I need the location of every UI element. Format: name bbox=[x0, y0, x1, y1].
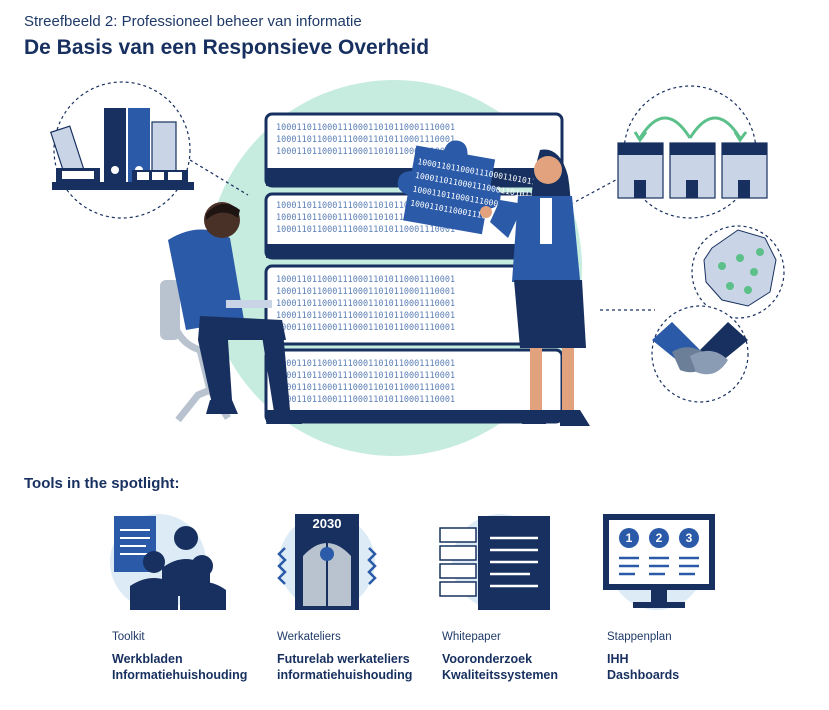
binary-row: 10001101100011100011010110001110001 bbox=[276, 201, 455, 211]
tool-name-line1: Futurelab werkateliers bbox=[277, 652, 410, 666]
tool-category: Toolkit bbox=[112, 631, 145, 643]
binary-row: 10001101100011100011010110001110001 bbox=[276, 299, 455, 309]
binary-row: 10001101100011100011010110001110001 bbox=[276, 323, 455, 333]
whitepaper-icon bbox=[439, 514, 550, 610]
tool-category: Stappenplan bbox=[607, 631, 672, 643]
binary-row: 10001101100011100011010110001110001 bbox=[276, 395, 455, 405]
binary-row: 10001101100011100011010110001110001 bbox=[276, 213, 455, 223]
seated-man bbox=[160, 202, 302, 424]
tool-card-werkateliers[interactable]: 2030 Werkateliers Futurelab werkateliers… bbox=[265, 508, 435, 682]
tool-card-stappenplan[interactable]: 1 2 3 Stappenplan IHH Dashboards bbox=[595, 508, 765, 682]
door-2030-icon: 2030 bbox=[277, 514, 377, 610]
buildings-exchange-icon bbox=[617, 85, 768, 219]
tool-name-line2: informatiehuishouding bbox=[277, 668, 413, 682]
page-subtitle: Streefbeeld 2: Professioneel beheer van … bbox=[24, 13, 362, 30]
netherlands-map-icon bbox=[691, 225, 785, 319]
binary-row: 10001101100011100011010110001110001 bbox=[276, 135, 455, 145]
documents-people-icon bbox=[110, 514, 226, 610]
binary-row: 10001101100011100011010110001110001 bbox=[276, 383, 455, 393]
hero-illustration: 10001101100011100011010110001110001 10001… bbox=[50, 80, 785, 456]
tool-name-line1: Werkbladen bbox=[112, 652, 183, 666]
binary-row: 10001101100011100011010110001110001 bbox=[276, 311, 455, 321]
binary-row: 10001101100011100011010110001110001 bbox=[276, 123, 455, 133]
tool-name-line1: IHH bbox=[607, 652, 629, 666]
tool-name-line2: Kwaliteitssystemen bbox=[442, 668, 559, 682]
standing-woman bbox=[480, 149, 590, 426]
binary-row: 10001101100011100011010110001110001 bbox=[276, 371, 455, 381]
step-number-3: 3 bbox=[686, 531, 693, 545]
binary-row: 10001101100011100011010110001110001 bbox=[276, 275, 455, 285]
tool-name[interactable]: IHH Dashboards bbox=[607, 651, 679, 683]
page-title: De Basis van een Responsieve Overheid bbox=[24, 36, 430, 59]
dashboard-monitor-icon: 1 2 3 bbox=[603, 514, 715, 610]
tool-category: Whitepaper bbox=[442, 631, 501, 643]
tool-category: Werkateliers bbox=[277, 631, 341, 643]
step-number-1: 1 bbox=[626, 531, 633, 545]
binary-row: 10001101100011100011010110001110001 bbox=[276, 147, 455, 157]
tool-name-line2: Informatiehuishouding bbox=[112, 668, 248, 682]
binary-row: 10001101100011100011010110001110001 bbox=[276, 287, 455, 297]
tool-name-line2: Dashboards bbox=[607, 668, 680, 682]
tools-section-heading: Tools in the spotlight: bbox=[24, 475, 180, 492]
tool-name[interactable]: Futurelab werkateliers informatiehuishoud… bbox=[277, 651, 412, 683]
binary-row: 10001101100011100011010110001110001 bbox=[276, 359, 455, 369]
door-year-label: 2030 bbox=[313, 516, 342, 531]
handshake-icon bbox=[651, 305, 749, 403]
binary-row: 10001101100011100011010110001110001 bbox=[276, 225, 455, 235]
tool-name-line1: Vooronderzoek bbox=[442, 652, 533, 666]
binders-icon bbox=[50, 81, 194, 219]
step-number-2: 2 bbox=[656, 531, 663, 545]
